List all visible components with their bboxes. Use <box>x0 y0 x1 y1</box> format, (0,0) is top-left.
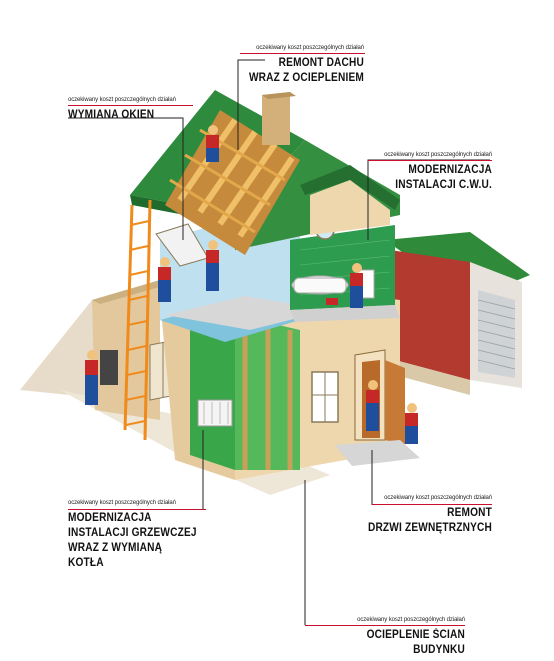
accent-rule <box>68 509 206 510</box>
callout-roof-sub: oczekiwany koszt poszczególnych działań <box>256 45 364 51</box>
callout-windows: oczekiwany koszt poszczególnych działań … <box>68 97 208 123</box>
callout-roof-title: REMONT DACHU WRAZ Z OCIEPLENIEM <box>248 57 364 84</box>
callout-heating-title: MODERNIZACJA INSTALACJI GRZEWCZEJ WRAZ Z… <box>68 512 197 569</box>
garage <box>385 232 530 395</box>
callout-walls: oczekiwany koszt poszczególnych działań … <box>300 617 465 658</box>
worker-door-2 <box>405 403 418 444</box>
callout-hotwater-sub: oczekiwany koszt poszczególnych działań <box>384 152 492 158</box>
interior <box>160 220 400 342</box>
worker-roof <box>206 125 219 162</box>
boiler <box>100 350 118 385</box>
worker-window <box>158 257 171 302</box>
worker-window-2 <box>206 240 219 291</box>
callout-walls-sub: oczekiwany koszt poszczególnych działań <box>357 617 465 623</box>
workers <box>85 125 418 444</box>
accent-rule <box>240 53 365 54</box>
callout-windows-title: WYMIANA OKIEN <box>68 109 155 121</box>
accent-rule <box>368 160 492 161</box>
worker-door <box>366 380 379 431</box>
callout-walls-title: OCIEPLENIE ŚCIAN BUDYNKU <box>366 629 465 656</box>
callout-door-sub: oczekiwany koszt poszczególnych działań <box>384 495 492 501</box>
callout-roof: oczekiwany koszt poszczególnych działań … <box>188 45 364 86</box>
accent-rule <box>68 105 193 106</box>
accent-rule <box>305 625 465 626</box>
callout-door-title: REMONT DRZWI ZEWNĘTRZNYCH <box>367 507 492 534</box>
callout-windows-sub: oczekiwany koszt poszczególnych działań <box>68 97 176 103</box>
callout-heating-sub: oczekiwany koszt poszczególnych działań <box>68 500 176 506</box>
callout-heating: oczekiwany koszt poszczególnych działań … <box>68 500 228 571</box>
worker-boiler <box>85 350 98 405</box>
callout-door: oczekiwany koszt poszczególnych działań … <box>330 495 492 536</box>
worker-bathroom <box>350 263 363 308</box>
callout-hotwater-title: MODERNIZACJA INSTALACJI C.W.U. <box>395 164 492 191</box>
ladder <box>123 199 152 441</box>
accent-rule <box>372 504 492 505</box>
callout-hotwater: oczekiwany koszt poszczególnych działań … <box>345 152 492 193</box>
